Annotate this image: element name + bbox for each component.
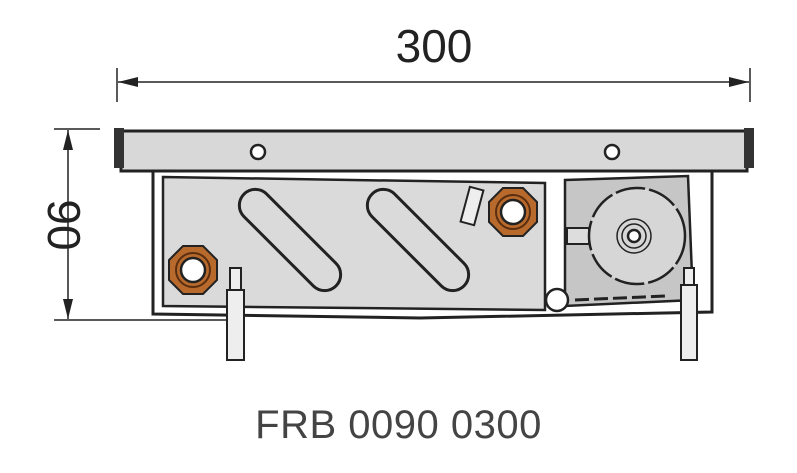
width-dimension: 300 — [116, 20, 751, 102]
drain-ball — [544, 287, 570, 313]
fin-slot — [237, 187, 343, 293]
fin-slot — [365, 187, 471, 293]
pipe-connection — [168, 245, 218, 295]
heat-exchanger — [161, 175, 547, 312]
width-label: 300 — [396, 20, 473, 72]
model-code: FRB 0090 0300 — [255, 403, 542, 447]
levelling-foot — [226, 267, 245, 361]
grille-screw-hole — [603, 143, 621, 161]
height-label: 90 — [38, 199, 90, 250]
trench-housing — [151, 170, 714, 320]
fan-unit — [563, 174, 695, 308]
grille-screw-hole — [249, 143, 267, 161]
height-dimension: 90 — [38, 128, 235, 321]
levelling-foot — [680, 267, 698, 361]
top-grille — [114, 128, 754, 173]
pipe-connection — [459, 185, 538, 237]
